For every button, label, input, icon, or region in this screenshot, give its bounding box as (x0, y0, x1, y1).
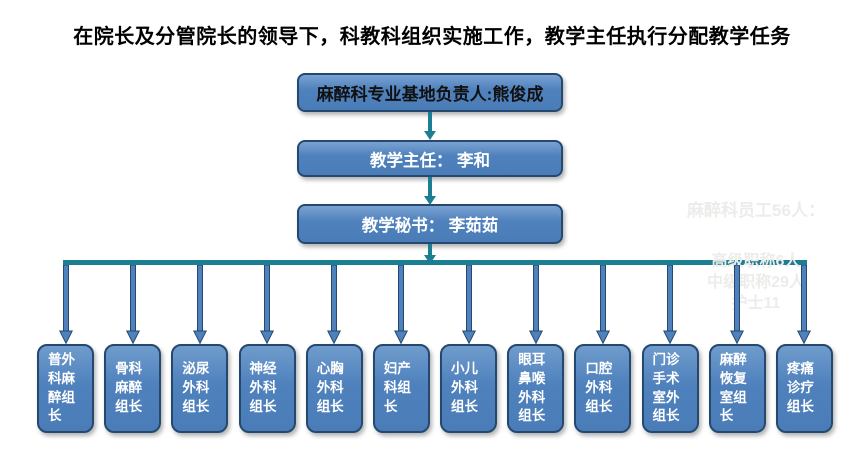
connector-line (428, 244, 432, 255)
group-leader-box: 口腔外科组长 (574, 344, 632, 433)
group-column: 普外科麻醉组长 (37, 265, 94, 433)
down-arrow-icon (797, 265, 812, 344)
group-leader-box: 门诊手术室外组长 (641, 344, 699, 433)
down-arrow-icon (595, 265, 610, 344)
group-column: 疼痛诊疗组长 (775, 265, 833, 433)
group-leader-box: 眼耳鼻喉外科组长 (507, 344, 565, 433)
group-leader-box: 神经外科组长 (238, 344, 296, 433)
down-arrow-icon (461, 265, 476, 344)
group-column: 口腔外科组长 (574, 265, 632, 433)
group-column: 麻醉恢复室组长 (708, 265, 766, 433)
slide-title: 在院长及分管院长的领导下，科教科组织实施工作，教学主任执行分配教学任务 (73, 26, 791, 48)
down-arrow-icon (394, 265, 409, 344)
teaching-director-box: 教学主任： 李和 (297, 140, 563, 177)
leader-box: 麻醉科专业基地负责人:熊俊成 (297, 73, 563, 112)
group-leader-box: 普外科麻醉组长 (37, 344, 94, 433)
group-leader-box: 泌尿外科组长 (171, 344, 229, 433)
group-column: 心胸外科组长 (305, 265, 363, 433)
connector-arrowhead-icon (424, 196, 436, 205)
connector-arrowhead-icon (424, 255, 436, 264)
group-column: 眼耳鼻喉外科组长 (507, 265, 565, 433)
group-leader-box: 骨科麻醉组长 (104, 344, 162, 433)
down-arrow-icon (528, 265, 543, 344)
connector-arrowhead-icon (424, 131, 436, 140)
staff-total-text: 麻醉科员工56人： (687, 201, 825, 220)
group-column: 小儿外科组长 (440, 265, 498, 433)
group-column: 神经外科组长 (238, 265, 296, 433)
group-leader-box: 妇产科组长 (372, 344, 430, 433)
group-leader-box: 疼痛诊疗组长 (775, 344, 833, 433)
group-leader-box: 小儿外科组长 (440, 344, 498, 433)
group-column: 门诊手术室外组长 (641, 265, 699, 433)
connector-line (428, 177, 432, 196)
down-arrow-icon (192, 265, 207, 344)
group-leader-row: 普外科麻醉组长 骨科麻醉组长 泌尿外科组长 神经外科组长 心胸外科组长 妇产科组… (37, 265, 833, 433)
group-column: 泌尿外科组长 (171, 265, 229, 433)
down-arrow-icon (260, 265, 275, 344)
group-column: 妇产科组长 (372, 265, 430, 433)
connector-line (428, 112, 432, 131)
group-leader-box: 麻醉恢复室组长 (708, 344, 766, 433)
down-arrow-icon (663, 265, 678, 344)
down-arrow-icon (327, 265, 342, 344)
horizontal-connector-line (63, 260, 807, 265)
down-arrow-icon (125, 265, 140, 344)
group-leader-box: 心胸外科组长 (305, 344, 363, 433)
group-column: 骨科麻醉组长 (104, 265, 162, 433)
down-arrow-icon (730, 265, 745, 344)
down-arrow-icon (58, 265, 73, 344)
teaching-secretary-box: 教学秘书： 李茹茹 (297, 204, 563, 244)
